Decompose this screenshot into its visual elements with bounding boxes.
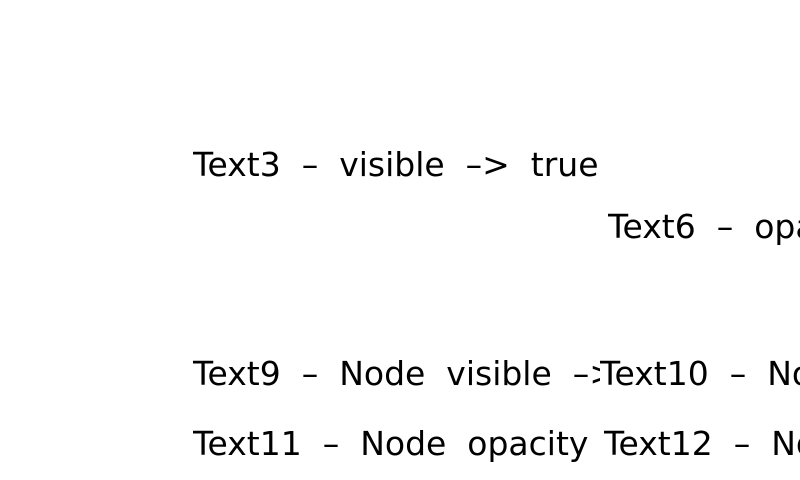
text-block-text10: Text10 – Nod	[600, 352, 800, 403]
text-block-text6: Text6 – opac	[608, 207, 800, 246]
text-block-text12: Text12 – Nod	[604, 422, 800, 473]
text-block-text11: Text11 – Node opacity –> (	[193, 424, 589, 463]
text-block-text3: Text3 – visible –> true	[193, 145, 599, 184]
text-block-text9: Text9 – Node visible –> tru	[193, 354, 600, 393]
